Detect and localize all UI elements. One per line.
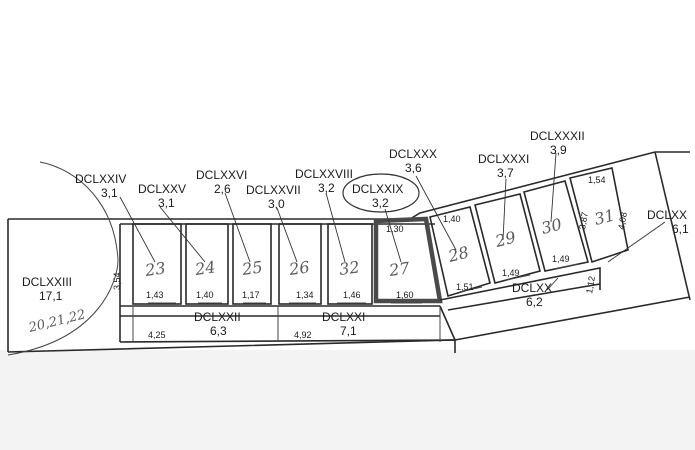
- width-room-26: 1,34: [296, 290, 314, 300]
- room-30: [523, 180, 590, 272]
- room-label-dclxxvi: DCLXXVI: [196, 168, 247, 182]
- room-25: [232, 223, 272, 305]
- left-room-height: 3,54: [112, 272, 122, 290]
- room-label-dclxxiv: DCLXXIV: [75, 172, 126, 186]
- room-area-dclxxx: 3,6: [405, 161, 422, 175]
- width-room-25: 1,17: [242, 290, 260, 300]
- room-31: [569, 167, 629, 264]
- width-room-24: 1,40: [196, 290, 214, 300]
- width-room-27: 1,60: [396, 290, 414, 300]
- hw-number-25: 25: [240, 257, 264, 279]
- room-label-dclxxvii: DCLXXVII: [246, 183, 301, 197]
- corridor-label-dclxx: DCLXX: [512, 281, 552, 295]
- width-room-28: 1,51: [456, 282, 474, 292]
- hw-number-23: 23: [143, 258, 167, 280]
- hw-number-29: 29: [492, 228, 517, 252]
- hw-number-26: 26: [287, 257, 311, 279]
- corridor-area-dclxxii: 6,3: [210, 324, 227, 338]
- side-room-30: 3,87: [577, 211, 590, 230]
- room-label-dclxxv: DCLXXV: [138, 182, 186, 196]
- left-room-arc: [7, 161, 119, 356]
- hw-number-31: 31: [592, 206, 616, 229]
- room-label-dclxxix: DCLXXIX: [352, 182, 403, 196]
- hw-number-24: 24: [193, 257, 217, 279]
- room-label-dclxx-right: DCLXX: [647, 208, 687, 222]
- room-area-dclxxiii: 17,1: [39, 289, 63, 303]
- room-26: [278, 223, 322, 305]
- room-area-dclxxxii: 3,9: [550, 143, 567, 157]
- room-label-dclxxx: DCLXXX: [389, 147, 437, 161]
- depth-room-27: 1,30: [386, 224, 404, 234]
- room-label-dclxxiii: DCLXXIII: [22, 275, 72, 289]
- corridor-dclxx-length: 1,12: [584, 275, 597, 294]
- corridor-label-dclxxi: DCLXXI: [322, 310, 365, 324]
- side-room-31: 4,08: [616, 211, 629, 230]
- hw-number-30: 30: [539, 215, 563, 238]
- room-area-dclxxviii: 3,2: [318, 181, 335, 195]
- room-28: [429, 206, 491, 298]
- room-27-highlight: [373, 216, 443, 304]
- room-label-dclxxviii: DCLXXVIII: [295, 167, 353, 181]
- corridor-length-dclxxi: 4,92: [294, 330, 312, 340]
- room-label-dclxxxi: DCLXXXI: [478, 152, 529, 166]
- room-area-dclxxxi: 3,7: [497, 166, 514, 180]
- room-32: [327, 223, 373, 305]
- corridor-label-dclxxii: DCLXXII: [194, 310, 241, 324]
- room-area-dclxxvi: 2,6: [214, 182, 231, 196]
- highlight-oval: [342, 173, 420, 213]
- width-room-30: 1,49: [552, 254, 570, 264]
- room-area-dclxxix: 3,2: [372, 196, 389, 210]
- depth-room-30: 1,54: [588, 175, 606, 185]
- room-23: [132, 223, 182, 305]
- width-room-32: 1,46: [343, 290, 361, 300]
- room-area-dclxxv: 3,1: [158, 196, 175, 210]
- hw-number-27: 27: [387, 258, 412, 280]
- hw-number-28: 28: [445, 243, 470, 267]
- corridor-area-dclxxi: 7,1: [340, 324, 357, 338]
- corridor-length-dclxxii: 4,25: [148, 330, 166, 340]
- outer-wall: [8, 151, 690, 220]
- room-area-dclxx-right: 6,1: [672, 222, 689, 236]
- width-room-23: 1,43: [146, 290, 164, 300]
- room-24: [185, 223, 229, 305]
- room-area-dclxxiv: 3,1: [101, 186, 118, 200]
- width-room-29: 1,49: [502, 268, 520, 278]
- corridor-area-dclxx: 6,2: [526, 295, 543, 309]
- room-label-dclxxxii: DCLXXXII: [530, 129, 585, 143]
- depth-room-28: 1,40: [443, 214, 461, 224]
- room-area-dclxxvii: 3,0: [268, 197, 285, 211]
- hw-number-32: 32: [338, 257, 361, 279]
